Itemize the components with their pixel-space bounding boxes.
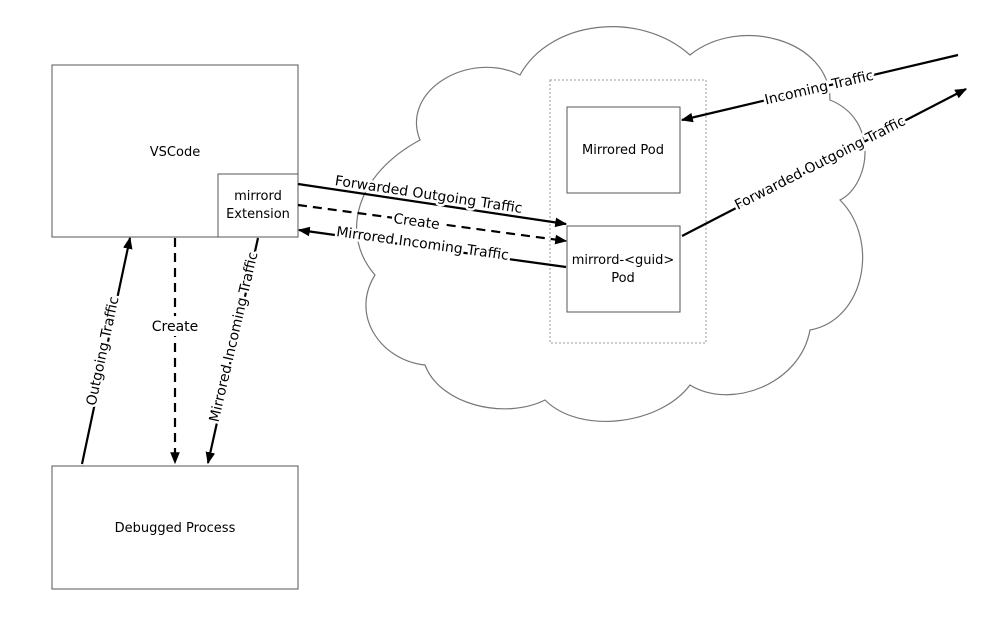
cluster-boundary	[549, 79, 707, 344]
cloud-shape	[356, 26, 866, 422]
edge-mirrored-incoming-local: Mirrored Incoming Traffic	[204, 237, 264, 465]
debugged-process-node[interactable]: Debugged Process	[51, 465, 299, 590]
mirrored-pod-label: Mirrored Pod	[582, 143, 664, 158]
vscode-label: VSCode	[150, 145, 200, 160]
agent-pod-label-line2: Pod	[611, 271, 635, 286]
edge-create-process: Create	[150, 238, 202, 465]
mirrored-pod-node[interactable]: Mirrored Pod	[566, 106, 681, 194]
agent-pod-label-line1: mirrord-<guid>	[572, 253, 675, 268]
extension-label-line2: Extension	[226, 207, 290, 222]
mirrord-extension-node[interactable]: mirrord Extension	[217, 173, 299, 238]
debugged-process-label: Debugged Process	[115, 521, 236, 536]
extension-label-line1: mirrord	[234, 189, 282, 204]
edge-label-outgoing-traffic: Outgoing Traffic	[84, 295, 123, 407]
agent-pod-node[interactable]: mirrord-<guid> Pod	[566, 225, 681, 313]
edge-label-create-process: Create	[152, 319, 199, 335]
edge-label-mirrored-incoming-local: Mirrored Incoming Traffic	[207, 251, 262, 424]
edge-outgoing-traffic: Outgoing Traffic	[80, 236, 133, 465]
